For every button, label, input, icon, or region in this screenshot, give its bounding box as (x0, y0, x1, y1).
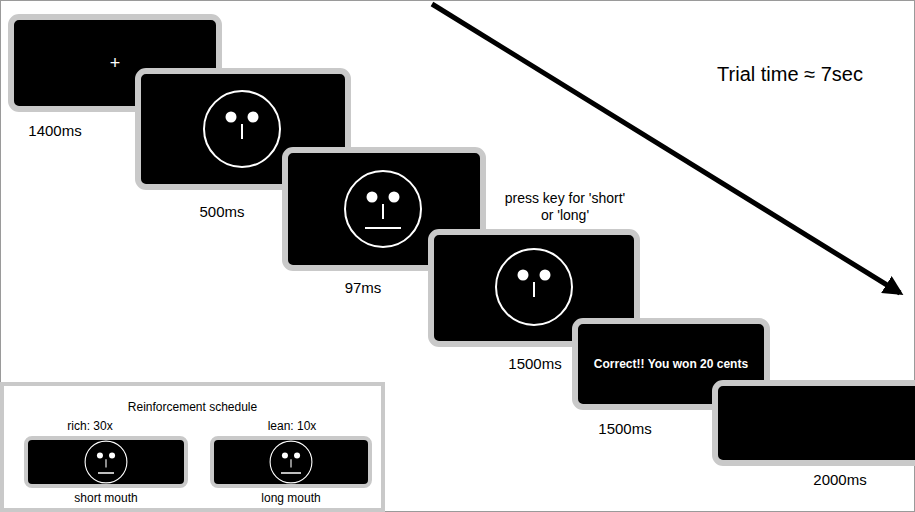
node-text: Reinforcement schedule (128, 400, 257, 414)
duration-label: 1500ms (598, 420, 651, 438)
mouth (98, 472, 114, 474)
stimulus-label: short mouth (74, 491, 137, 505)
trial-time-note: Trial time ≈ 7sec (717, 62, 863, 86)
instruction-note: press key for 'short' or 'long' (500, 190, 630, 224)
duration-label: 2000ms (813, 471, 866, 489)
mouth (365, 227, 401, 229)
duration-label: 97ms (345, 279, 382, 297)
schedule-label: lean: 10x (268, 419, 317, 433)
node-text: Correct!! You won 20 cents (594, 357, 748, 371)
stimulus-label: long mouth (261, 491, 320, 505)
feedback-screen: Correct!! You won 20 cents (578, 324, 764, 404)
face (270, 441, 312, 483)
duration-label: 500ms (199, 203, 244, 221)
duration-label: 1400ms (28, 122, 81, 140)
schedule-panel: Reinforcement schedule (4, 386, 381, 508)
duration-label: 1500ms (508, 355, 561, 373)
screen (212, 438, 370, 486)
node-text: + (110, 53, 121, 74)
screen (715, 383, 915, 463)
face (496, 249, 572, 325)
face (85, 441, 127, 483)
schedule-panel (2, 384, 383, 510)
fixation-screen: + (14, 20, 216, 106)
face (204, 91, 280, 167)
mouth (281, 472, 301, 474)
screen (26, 438, 186, 486)
face (345, 171, 421, 247)
schedule-label: rich: 30x (67, 419, 112, 433)
